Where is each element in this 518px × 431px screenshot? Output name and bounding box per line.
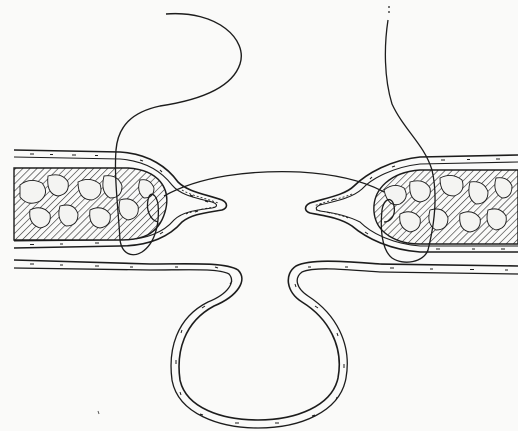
left-tissue-flap — [14, 150, 227, 248]
left-tissue-core — [14, 168, 167, 240]
right-suture-top-strand — [385, 20, 432, 170]
membrane-loop — [14, 260, 518, 428]
right-tissue-flap — [306, 155, 518, 252]
membrane-inner-line — [14, 268, 518, 428]
membrane-outer-line — [14, 260, 518, 420]
membrane-stipple — [30, 264, 508, 423]
left-suture-needle-curve — [116, 14, 241, 150]
stray-mark — [98, 411, 99, 414]
